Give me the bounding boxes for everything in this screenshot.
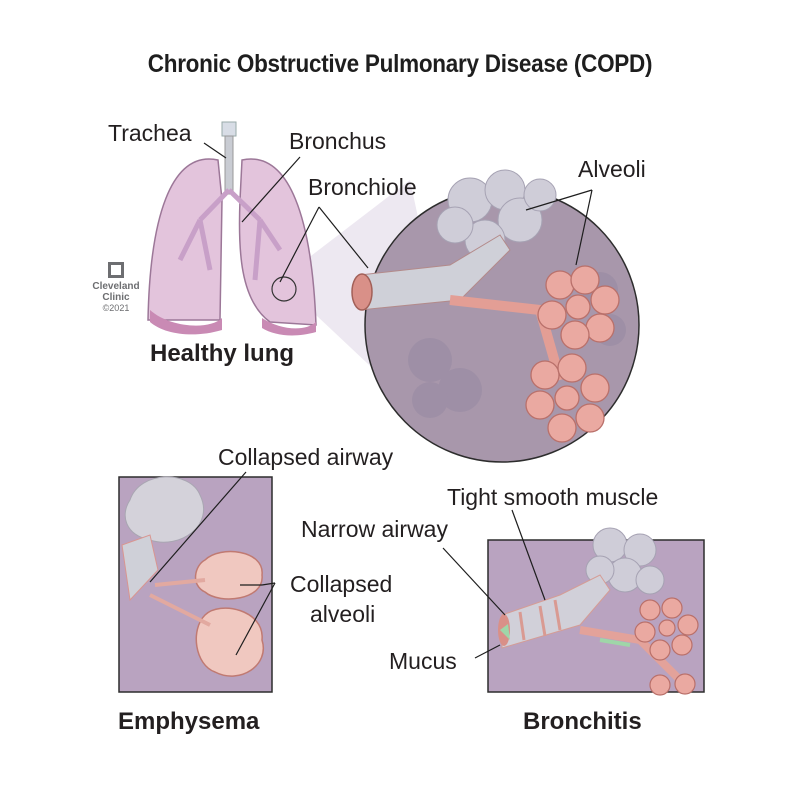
logo-name-line1: Cleveland bbox=[92, 281, 140, 292]
label-bronchus: Bronchus bbox=[289, 128, 387, 154]
alveoli-zoom-circle bbox=[351, 169, 640, 463]
label-trachea: Trachea bbox=[108, 120, 192, 146]
bronchitis-panel bbox=[487, 527, 705, 696]
caption-bronchitis: Bronchitis bbox=[523, 708, 642, 735]
emphysema-panel bbox=[118, 476, 273, 693]
label-collapsed-airway: Collapsed airway bbox=[218, 444, 394, 470]
leader-lines bbox=[149, 142, 593, 659]
bronchiole-highlight bbox=[271, 276, 297, 302]
logo-cross-icon bbox=[108, 262, 124, 278]
label-bronchiole: Bronchiole bbox=[308, 174, 417, 200]
logo-name-line2: Clinic bbox=[102, 292, 130, 303]
label-alveoli: Alveoli bbox=[578, 156, 646, 182]
label-narrow-airway: Narrow airway bbox=[301, 516, 448, 542]
label-collapsed-alveoli-line1: Collapsed bbox=[290, 571, 393, 597]
cleveland-clinic-logo: Cleveland Clinic ©2021 bbox=[88, 262, 144, 314]
label-collapsed-alveoli-line2: alveoli bbox=[310, 601, 376, 627]
caption-healthy-lung: Healthy lung bbox=[150, 340, 295, 367]
page-title: Chronic Obstructive Pulmonary Disease (C… bbox=[147, 50, 653, 78]
logo-copyright: ©2021 bbox=[102, 303, 130, 313]
label-mucus: Mucus bbox=[389, 648, 457, 674]
label-tight-smooth-muscle: Tight smooth muscle bbox=[447, 484, 659, 510]
caption-emphysema: Emphysema bbox=[118, 708, 260, 735]
healthy-lung-image bbox=[147, 121, 317, 336]
